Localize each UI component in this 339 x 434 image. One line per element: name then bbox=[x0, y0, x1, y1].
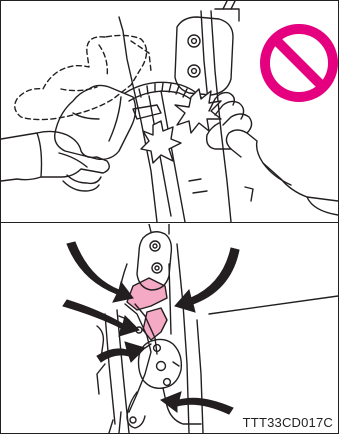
recliner-bolt-center bbox=[157, 362, 166, 371]
bottom-panel-illustration bbox=[1, 224, 338, 433]
arrow-upper-left bbox=[67, 242, 133, 302]
top-panel-illustration bbox=[1, 1, 338, 222]
seat-cushion bbox=[55, 85, 136, 159]
panel-divider bbox=[1, 222, 338, 223]
upper-bolt-1 bbox=[150, 241, 160, 251]
pinch-zone-upper bbox=[127, 278, 167, 310]
seat-frame-rail-left bbox=[119, 17, 157, 222]
upper-bolt-2 bbox=[152, 263, 162, 273]
prohibition-icon bbox=[265, 29, 333, 97]
bottom-panel bbox=[1, 224, 338, 433]
hinge-bolt-upper bbox=[188, 35, 200, 47]
figure-code: TTT33CD017C bbox=[242, 415, 334, 430]
seat-back-ghost-outline bbox=[15, 35, 147, 119]
top-panel bbox=[1, 1, 338, 222]
pinch-flash-lower bbox=[141, 121, 181, 163]
frame-rail-left bbox=[105, 314, 115, 424]
arrow-bottom-right bbox=[161, 392, 233, 414]
recliner-bolt-bottom bbox=[164, 379, 171, 386]
right-hand bbox=[226, 130, 338, 201]
arrow-upper-right bbox=[175, 248, 239, 312]
hinge-bolt-lower bbox=[188, 65, 200, 77]
